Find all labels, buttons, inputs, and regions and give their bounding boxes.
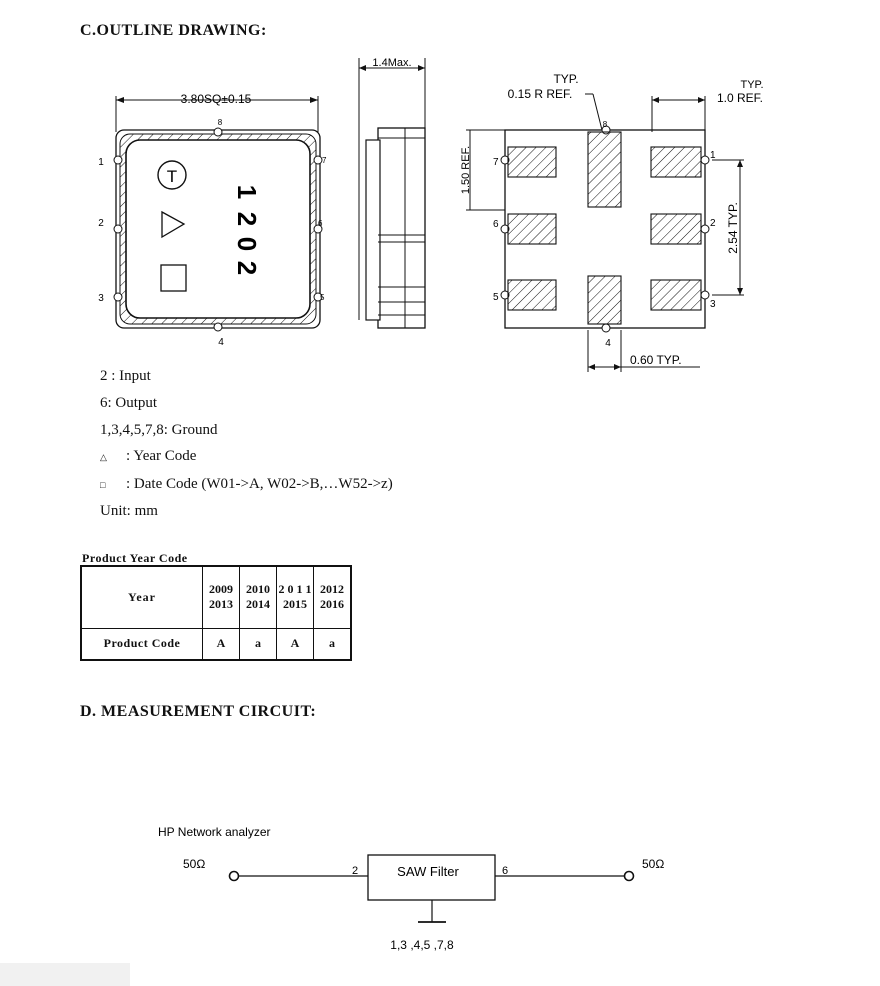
top-pin-4: 4 (218, 337, 224, 348)
code-cell: a (313, 627, 352, 661)
ground-pins-label: 1,3 ,4,5 ,7,8 (390, 938, 454, 952)
measurement-circuit: HP Network analyzer 50Ω 50Ω 2 6 SAW Filt… (158, 825, 664, 952)
year-table-caption: Product Year Code (82, 551, 188, 565)
marking-digit-4: 2 (232, 261, 262, 275)
pad-pin-6: 6 (493, 219, 499, 230)
note-ground: 1,3,4,5,7,8: Ground (100, 422, 218, 438)
top-pin-3: 3 (98, 293, 104, 304)
marking-digit-2: 2 (232, 212, 262, 226)
measurement-circuit-title: D. MEASUREMENT CIRCUIT: (80, 703, 317, 720)
outline-drawing: 3.80SQ±0.15 8 4 1 2 3 7 6 5 T 1 (98, 57, 764, 372)
right-port-terminal (623, 870, 635, 882)
saw-filter-label: SAW Filter (397, 864, 459, 879)
pad-pin-5: 5 (493, 292, 499, 303)
top-pin-8: 8 (218, 118, 223, 127)
note-year-code: △: Year Code (100, 448, 197, 464)
radius-typ-label: TYP. (553, 72, 578, 86)
pad-pin-4: 4 (605, 338, 611, 349)
code-cell: A (276, 627, 314, 661)
note-date-code: □: Date Code (W01->A, W02->B,…W52->z) (100, 476, 393, 492)
pad-pin-7: 7 (493, 157, 499, 168)
right-impedance: 50Ω (642, 857, 664, 871)
year-code-triangle-icon (161, 210, 186, 239)
marking-digit-1: 1 (232, 185, 262, 199)
top-pin-5: 5 (320, 293, 325, 302)
right-typ-label: TYP. (740, 79, 763, 91)
marking-digit-3: 0 (232, 237, 262, 251)
table-row: Product Code A a A a (80, 627, 352, 661)
page-bottom-strip (0, 963, 130, 986)
top-view: 3.80SQ±0.15 8 4 1 2 3 7 6 5 T 1 (98, 92, 327, 348)
code-cell: a (239, 627, 277, 661)
pad-pin-2: 2 (710, 218, 716, 229)
top-pin-7: 7 (322, 156, 327, 165)
pad-pin-3: 3 (710, 299, 716, 310)
square-icon: □ (100, 480, 106, 490)
top-width-dim: 3.80SQ±0.15 (181, 92, 252, 106)
pad-pin-1: 1 (710, 150, 716, 161)
left-impedance: 50Ω (183, 857, 205, 871)
top-pin-2: 2 (98, 218, 104, 229)
code-cell: A (202, 627, 240, 661)
outline-drawing-title: C.OUTLINE DRAWING: (80, 22, 267, 39)
brand-logo-icon (157, 160, 187, 190)
right-ref-label: 1.0 REF. (717, 91, 763, 105)
saw-filter-box (367, 854, 496, 901)
note-unit: Unit: mm (100, 503, 158, 519)
radius-ref-label: 0.15 R REF. (508, 87, 573, 101)
year-row-label: Year (80, 565, 203, 629)
pitch-dim: 2.54 TYP. (726, 202, 740, 254)
top-pin-1: 1 (98, 157, 104, 168)
height-ref-dim: 1.50 REF. (460, 146, 472, 194)
left-port-terminal (228, 870, 240, 882)
analyzer-label: HP Network analyzer (158, 825, 271, 839)
triangle-icon: △ (100, 452, 107, 462)
code-row-label: Product Code (80, 627, 203, 661)
pad-view: 7 6 5 1 2 3 8 4 TYP. 0.15 R REF. TYP. 1.… (460, 72, 764, 372)
date-code-square-icon (160, 264, 187, 292)
pad-width-dim: 0.60 TYP. (630, 353, 682, 367)
side-height-dim: 1.4Max. (372, 57, 411, 69)
output-pin-label: 6 (502, 865, 508, 877)
top-pin-6: 6 (318, 219, 323, 228)
brand-logo-letter: T (167, 167, 177, 186)
note-input: 2 : Input (100, 368, 151, 384)
input-pin-label: 2 (352, 865, 358, 877)
note-output: 6: Output (100, 395, 158, 411)
side-view: 1.4Max. (358, 57, 426, 329)
pad-pin-8: 8 (603, 120, 608, 129)
